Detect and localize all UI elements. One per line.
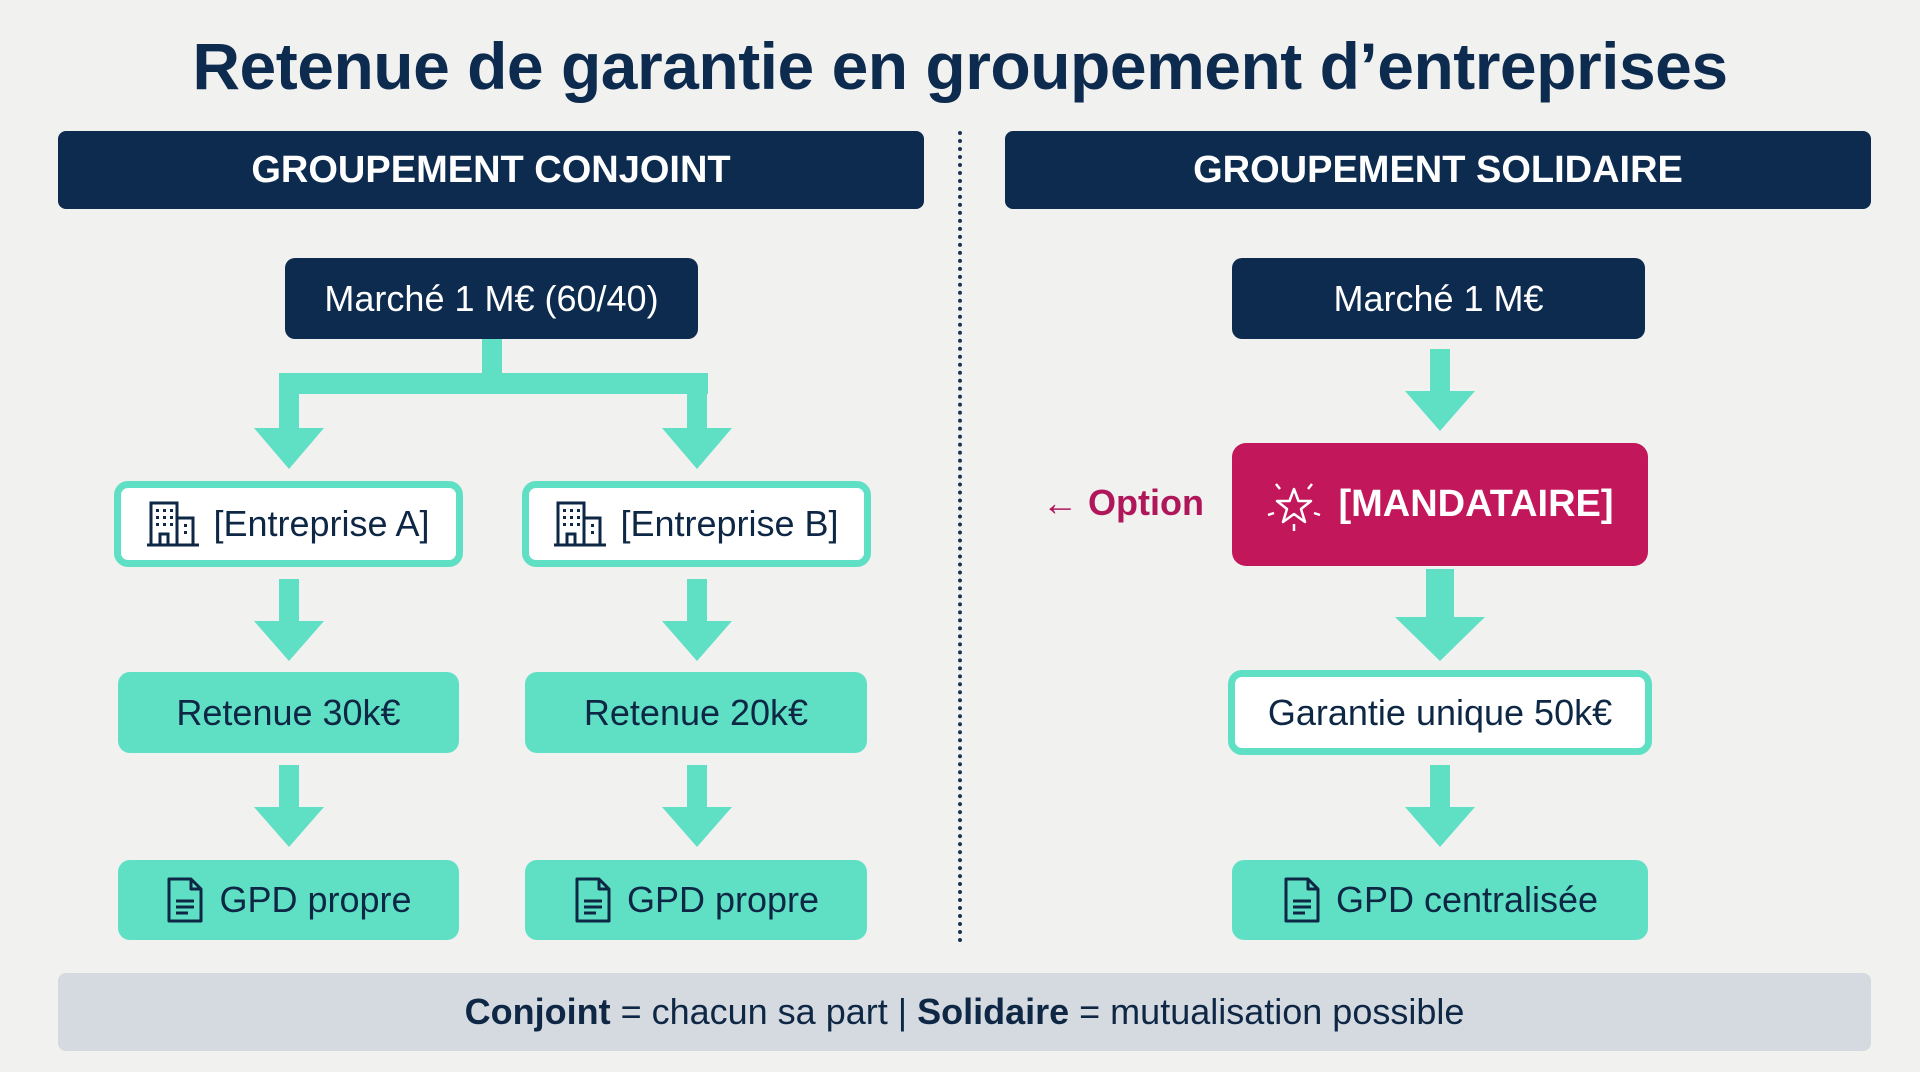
market-conjoint: Marché 1 M€ (60/40)	[285, 258, 698, 339]
mandataire-box: [MANDATAIRE]	[1232, 443, 1648, 566]
guarantee-box: Garantie unique 50k€	[1228, 670, 1652, 755]
company-b-label: [Entreprise B]	[620, 503, 839, 544]
page-title: Retenue de garantie en groupement d’entr…	[192, 29, 1728, 103]
gpd-centralised: GPD centralisée	[1232, 860, 1648, 940]
gpd-a-label: GPD propre	[219, 879, 412, 920]
building-icon	[147, 501, 200, 547]
document-icon	[575, 877, 611, 923]
footer-summary: Conjoint = chacun sa part | Solidaire = …	[58, 973, 1871, 1051]
market-solidaire: Marché 1 M€	[1232, 258, 1645, 339]
header-conjoint: GROUPEMENT CONJOINT	[58, 131, 924, 209]
footer-desc-solidaire: = mutualisation possible	[1079, 991, 1465, 1032]
retention-b: Retenue 20k€	[525, 672, 867, 753]
building-icon	[554, 501, 607, 547]
option-label: ← Option	[1042, 482, 1204, 523]
company-a-box: [Entreprise A]	[114, 481, 463, 567]
star-icon	[1268, 482, 1321, 531]
gpd-b: GPD propre	[525, 860, 867, 940]
document-icon	[167, 877, 203, 923]
mandataire-label: [MANDATAIRE]	[1338, 483, 1614, 525]
gpd-centralised-label: GPD centralisée	[1335, 879, 1599, 920]
document-icon	[1284, 877, 1320, 923]
company-b-box: [Entreprise B]	[522, 481, 871, 567]
footer-desc-conjoint: = chacun sa part |	[620, 991, 908, 1032]
footer-term-conjoint: Conjoint	[464, 991, 611, 1032]
header-solidaire: GROUPEMENT SOLIDAIRE	[1005, 131, 1871, 209]
company-a-label: [Entreprise A]	[213, 503, 430, 544]
footer-term-solidaire: Solidaire	[917, 991, 1070, 1032]
gpd-b-label: GPD propre	[626, 879, 820, 920]
retention-a: Retenue 30k€	[118, 672, 459, 753]
gpd-a: GPD propre	[118, 860, 459, 940]
divider	[958, 131, 962, 943]
